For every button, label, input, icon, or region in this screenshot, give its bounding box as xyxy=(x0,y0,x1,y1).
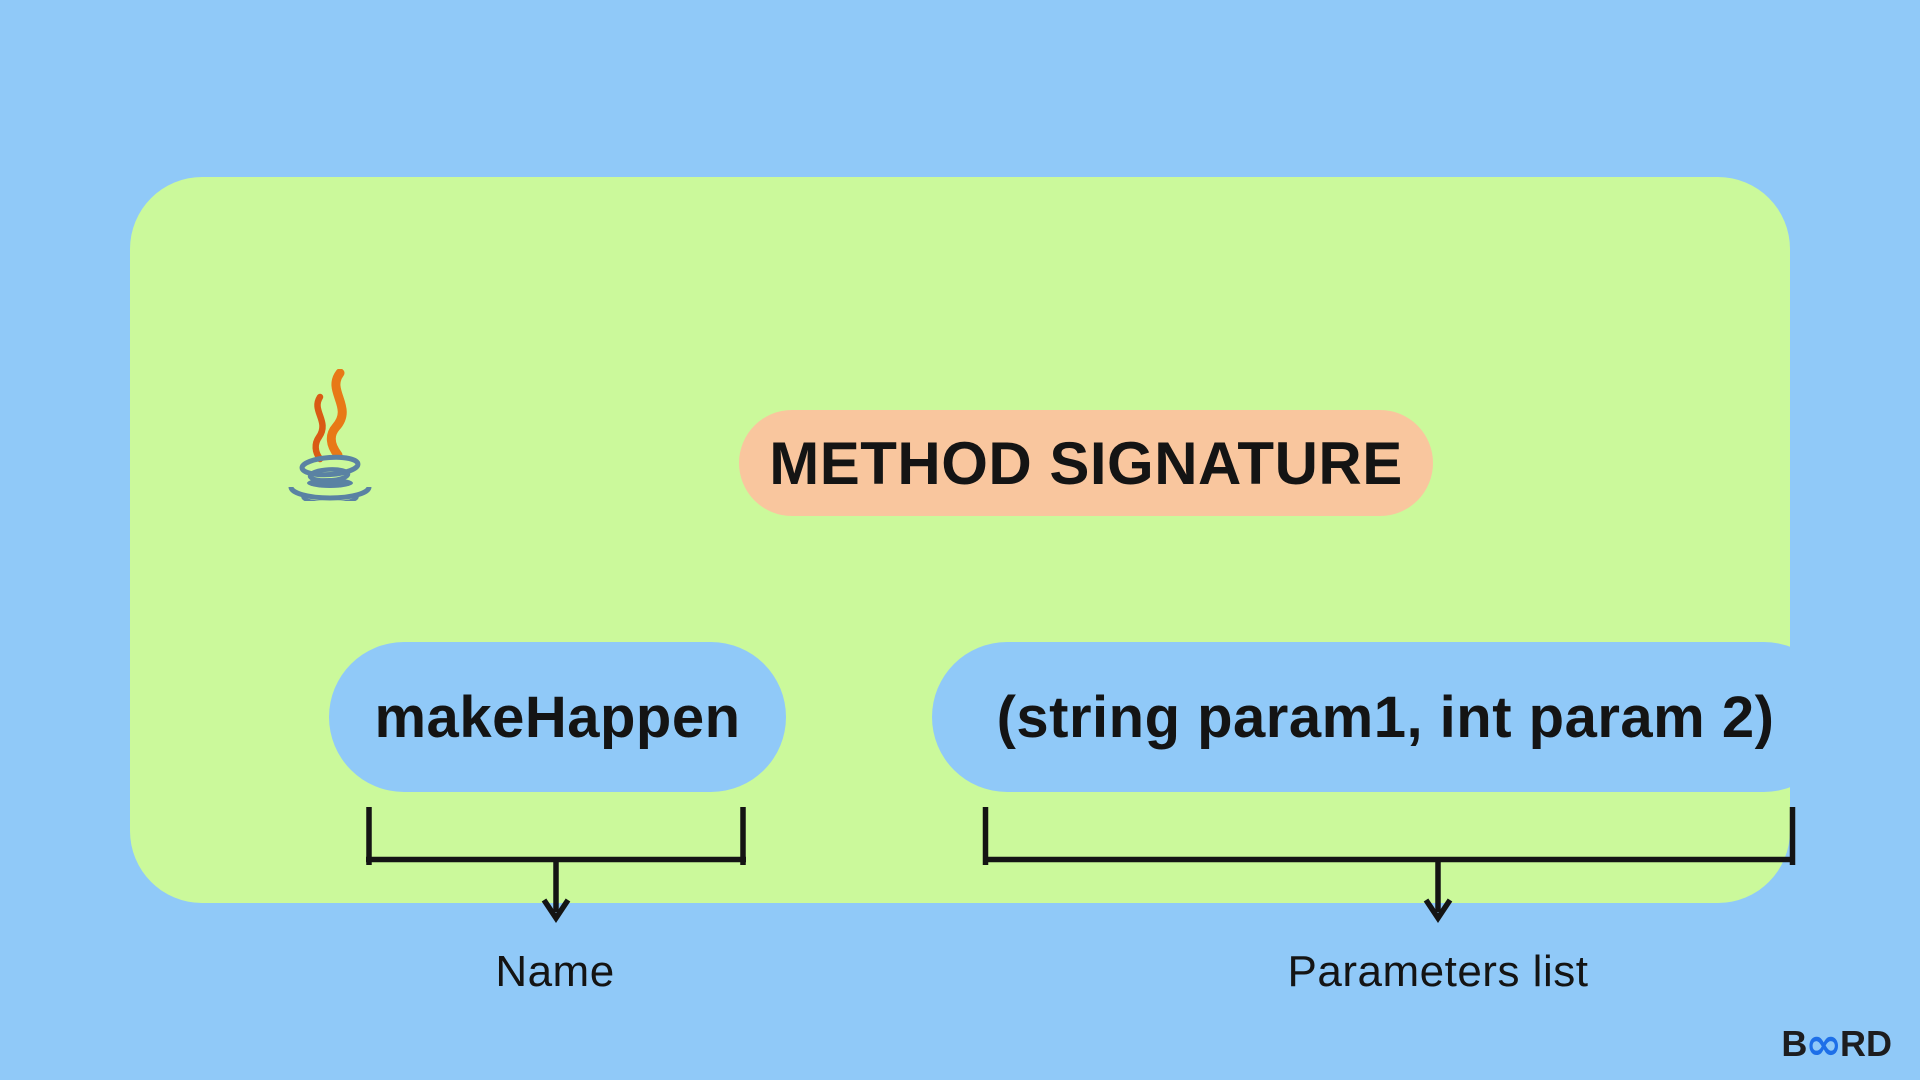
page-title: METHOD SIGNATURE xyxy=(769,429,1403,497)
board-logo-b: B xyxy=(1781,1023,1808,1064)
method-name-pill: makeHappen xyxy=(329,642,786,792)
method-params-text: (string param1, int param 2) xyxy=(996,684,1775,750)
params-bracket-arrow xyxy=(982,807,1796,923)
method-params-pill: (string param1, int param 2) xyxy=(932,642,1839,792)
title-pill: METHOD SIGNATURE xyxy=(739,410,1433,516)
diagram-panel: METHOD SIGNATURE makeHappen (string para… xyxy=(130,177,1839,996)
board-infinity-logo: B ∞ RD xyxy=(1781,1019,1892,1070)
method-name-text: makeHappen xyxy=(374,684,741,750)
params-label: Parameters list xyxy=(1287,947,1589,996)
name-bracket-arrow xyxy=(366,807,746,923)
java-logo-icon xyxy=(288,369,372,501)
name-label: Name xyxy=(495,947,615,996)
board-logo-rd: RD xyxy=(1840,1023,1892,1064)
